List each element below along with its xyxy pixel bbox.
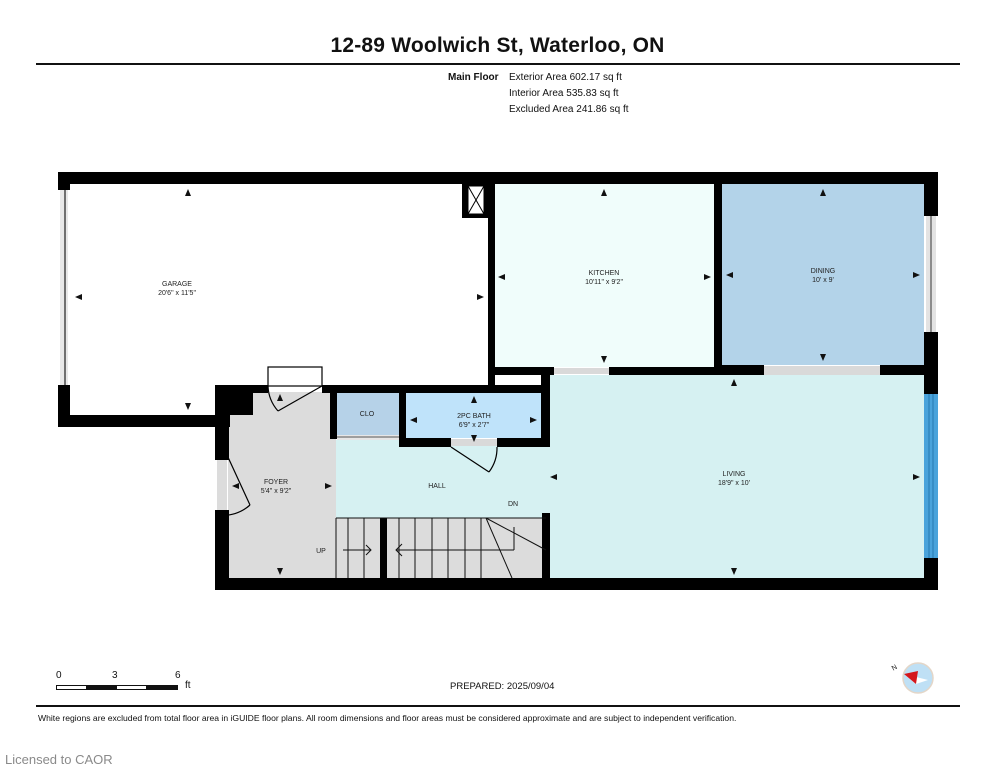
hall-label: HALL — [428, 483, 446, 490]
scale-tick-3: 3 — [112, 670, 118, 681]
living-room — [550, 375, 924, 578]
windows — [60, 190, 938, 558]
scale-tick-0: 0 — [56, 670, 62, 681]
closet-room — [337, 393, 399, 435]
compass-north-label: N — [891, 664, 899, 673]
living-dims: 18'9" x 10' — [718, 480, 750, 487]
scale-segment — [56, 685, 87, 690]
scale-unit: ft — [185, 680, 191, 691]
scale-segment — [86, 685, 117, 690]
license-watermark: Licensed to CAOR — [5, 752, 113, 767]
scale-bar: 0 3 6 ft — [56, 670, 196, 694]
living-label: LIVING — [723, 471, 746, 478]
stairs-down-label: DN — [508, 501, 518, 508]
disclaimer-text: White regions are excluded from total fl… — [38, 713, 737, 723]
foyer-dims: 5'4" x 9'2" — [261, 488, 292, 495]
kitchen-label: KITCHEN — [589, 270, 620, 277]
title-divider — [36, 63, 960, 65]
exterior-area: Exterior Area 602.17 sq ft — [509, 72, 622, 83]
kitchen-room — [494, 184, 714, 367]
closet-label: CLO — [360, 411, 375, 418]
floor-label: Main Floor — [448, 72, 499, 83]
scale-segment — [116, 685, 147, 690]
dining-room — [722, 184, 924, 365]
garage-label: GARAGE — [162, 281, 192, 288]
scale-segment — [146, 685, 178, 690]
dimension-arrows — [75, 189, 920, 575]
stairs — [336, 518, 546, 578]
stairs-up-label: UP — [316, 548, 326, 555]
dining-label: DINING — [811, 268, 836, 275]
hall-room — [336, 440, 550, 518]
garage-dims: 20'6" x 11'5" — [158, 290, 196, 297]
foyer-room — [228, 392, 336, 578]
bath-dims: 6'9" x 2'7" — [459, 422, 490, 429]
doors — [217, 366, 498, 516]
footer-divider — [36, 705, 960, 707]
scale-tick-6: 6 — [175, 670, 181, 681]
page-title: 12-89 Woolwich St, Waterloo, ON — [330, 34, 665, 57]
bath-label: 2PC BATH — [457, 413, 491, 420]
interior-area: Interior Area 535.83 sq ft — [509, 88, 619, 99]
vent-icon — [467, 185, 485, 215]
foyer-label: FOYER — [264, 479, 288, 486]
dining-dims: 10' x 9' — [812, 277, 834, 284]
kitchen-dims: 10'11" x 9'2" — [585, 279, 623, 286]
excluded-area: Excluded Area 241.86 sq ft — [509, 104, 629, 115]
stair-treads — [335, 517, 547, 579]
prepared-date: PREPARED: 2025/09/04 — [450, 681, 555, 692]
compass-icon: N — [891, 662, 934, 694]
